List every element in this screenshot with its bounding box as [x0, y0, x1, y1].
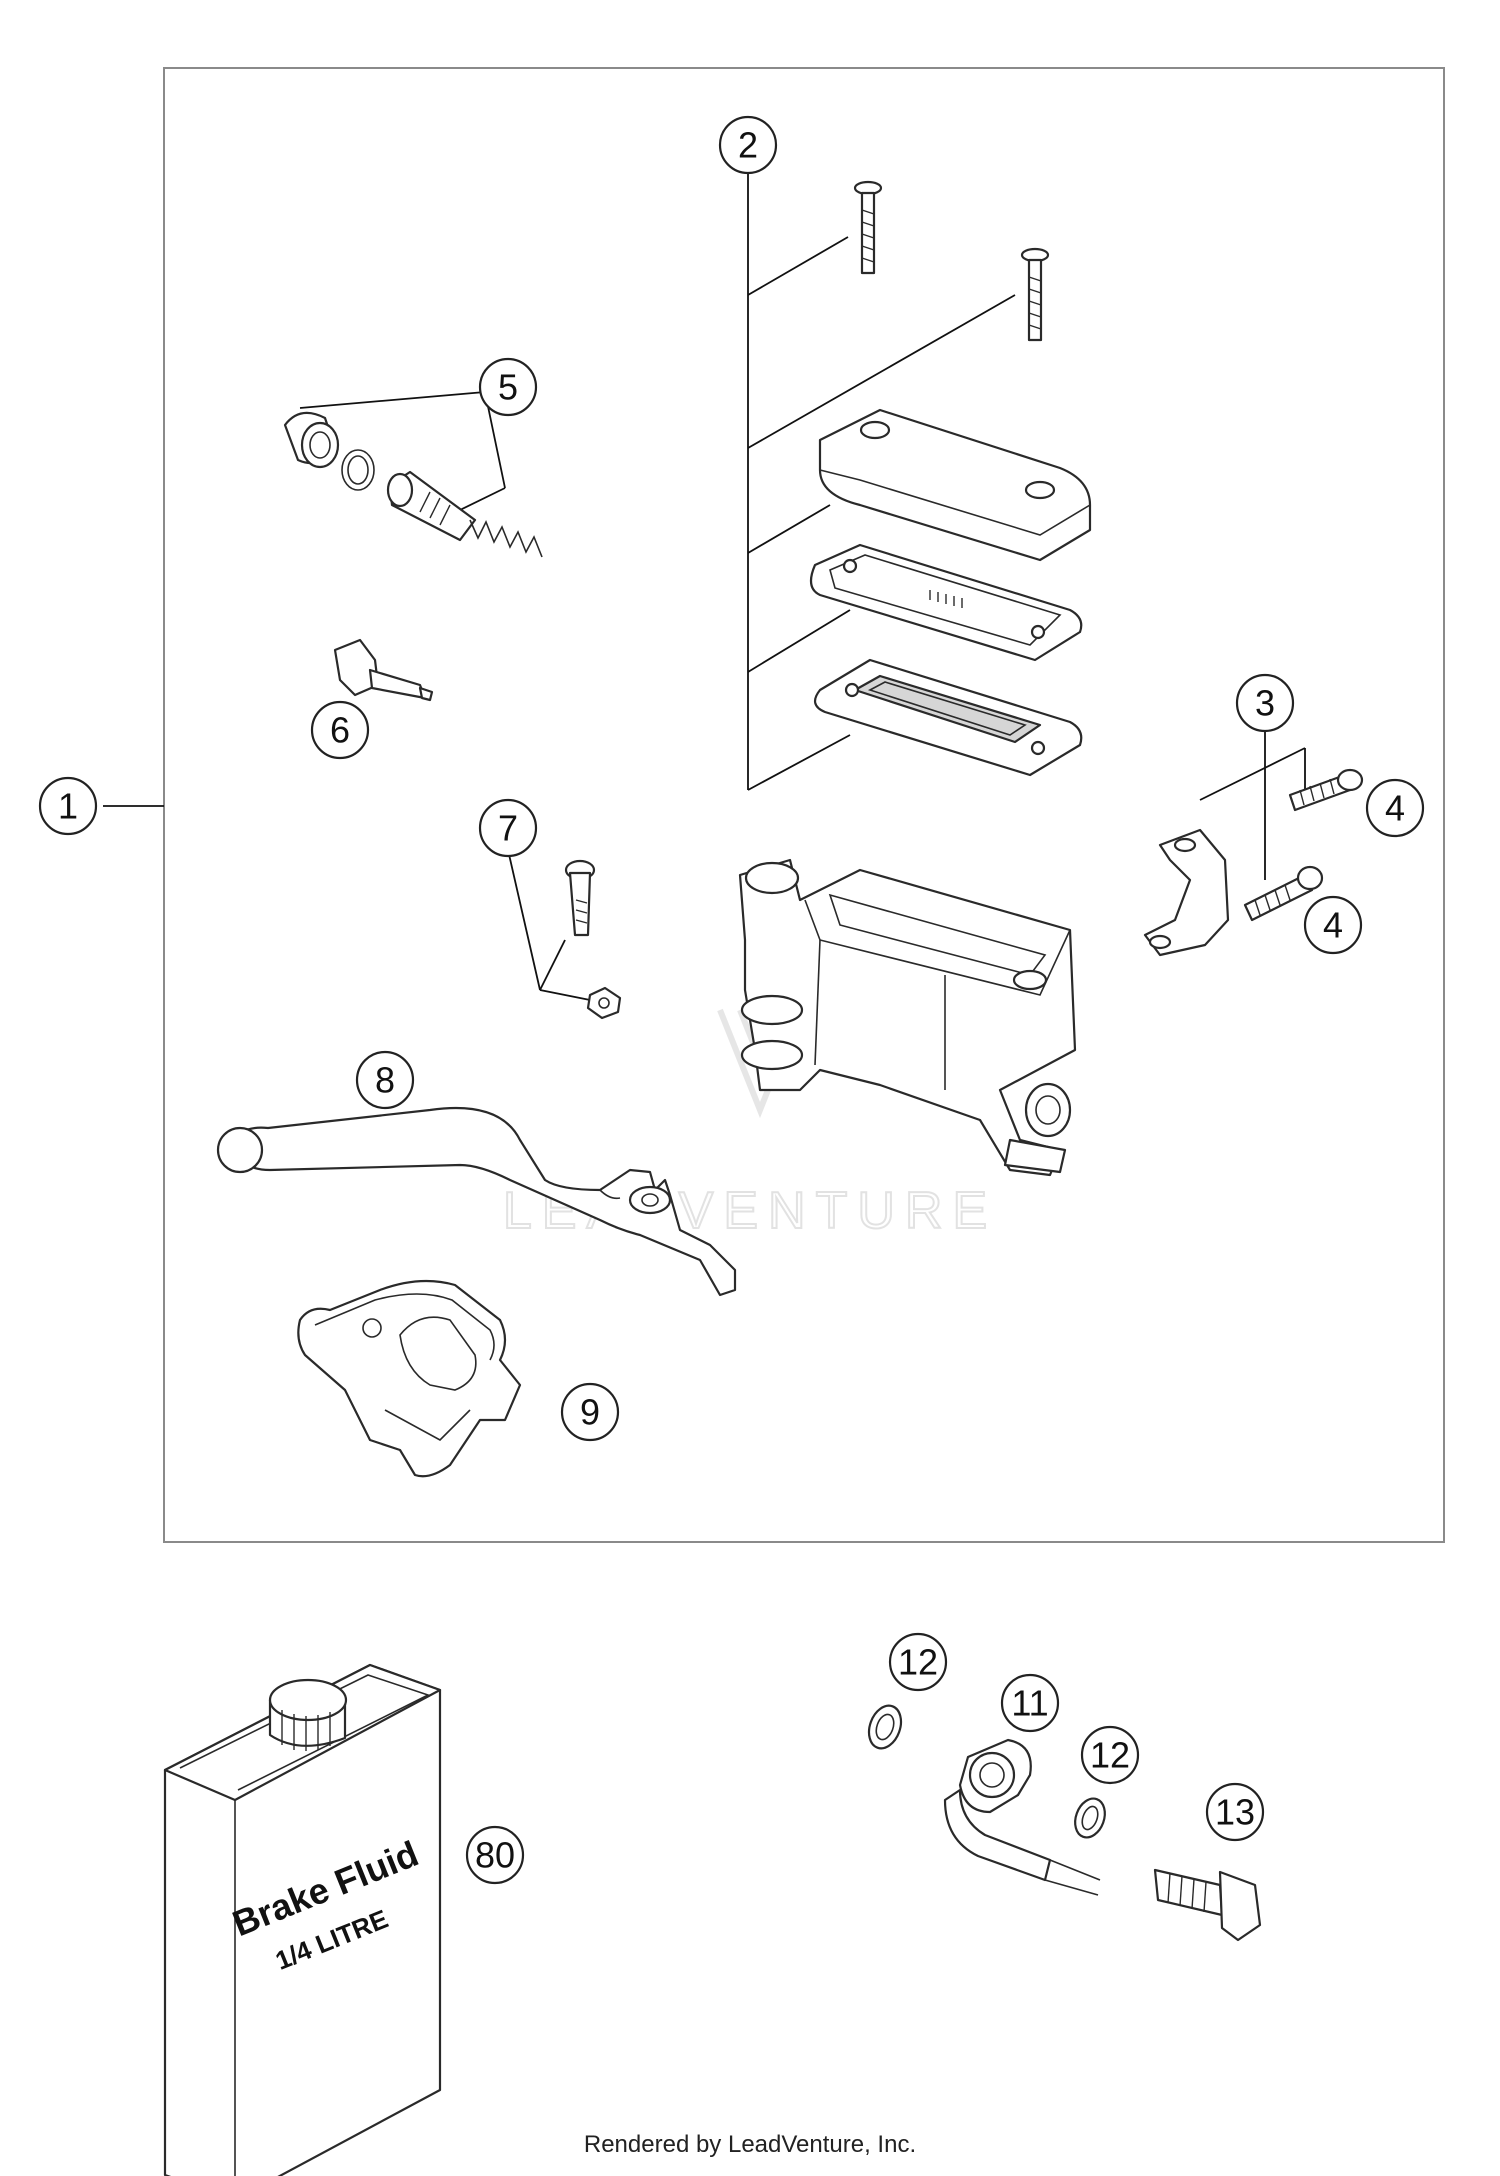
callout-1: 1: [38, 776, 98, 836]
leader-lines: [103, 168, 1306, 1001]
sealing-washer-2: [1074, 1797, 1106, 1839]
callouts: 1 2 3 4 4 5 6 7: [38, 115, 1425, 1885]
callout-5: 5: [478, 357, 538, 417]
callout-8: 8: [355, 1050, 415, 1110]
callout-13: 13: [1205, 1782, 1265, 1842]
reservoir-cover: [818, 408, 1092, 562]
banjo-bolt: [1153, 1868, 1262, 1942]
svg-text:12: 12: [1090, 1735, 1130, 1776]
lever-boot: [297, 1279, 522, 1478]
svg-text:3: 3: [1255, 683, 1275, 724]
piston-spring: [469, 519, 543, 558]
svg-text:12: 12: [898, 1642, 938, 1683]
footer-credit: Rendered by LeadVenture, Inc.: [584, 2131, 916, 2158]
piston-cap: [283, 411, 340, 469]
callout-80: 80: [465, 1825, 525, 1885]
callout-4-lower: 4: [1303, 895, 1363, 955]
circlip: [341, 449, 375, 491]
svg-text:6: 6: [330, 710, 350, 751]
clamp-bolt-1: [1288, 768, 1364, 812]
cover-gasket: [809, 543, 1083, 662]
svg-text:8: 8: [375, 1060, 395, 1101]
brake-fluid-container: Brake Fluid 1/4 LITRE: [163, 1663, 442, 2176]
svg-text:4: 4: [1323, 905, 1343, 946]
callout-4-upper: 4: [1365, 778, 1425, 838]
callout-7: 7: [478, 798, 538, 858]
lever-adjuster: [333, 638, 434, 702]
callout-3: 3: [1235, 673, 1295, 733]
svg-text:4: 4: [1385, 788, 1405, 829]
container-cap: [268, 1678, 348, 1751]
svg-text:7: 7: [498, 808, 518, 849]
callout-2: 2: [718, 115, 778, 175]
svg-text:9: 9: [580, 1392, 600, 1433]
svg-text:80: 80: [475, 1835, 515, 1876]
callout-6: 6: [310, 700, 370, 760]
piston-repair-kit: [283, 411, 543, 558]
svg-text:13: 13: [1215, 1792, 1255, 1833]
svg-text:5: 5: [498, 367, 518, 408]
reservoir-diaphragm: [813, 658, 1083, 777]
handlebar-clamp: [1143, 828, 1230, 957]
piston: [386, 470, 477, 542]
callout-9: 9: [560, 1382, 620, 1442]
clamp-bolt-2: [1243, 865, 1324, 922]
clamp-bolts: [1243, 768, 1364, 922]
master-cylinder-body: [738, 858, 1077, 1177]
gasket-slots: [929, 590, 963, 608]
cover-screws: [853, 180, 1050, 342]
svg-text:11: 11: [1011, 1683, 1048, 1724]
callout-12-lower: 12: [1080, 1725, 1140, 1785]
assembly-frame: [163, 67, 1445, 1543]
svg-text:1: 1: [58, 786, 78, 827]
cover-screw-2: [1020, 247, 1050, 342]
sealing-washer-1: [867, 1704, 903, 1750]
cover-screw-1: [853, 180, 883, 275]
callout-11: 11: [1000, 1673, 1060, 1733]
lever-pivot-bolt: [564, 859, 622, 1020]
svg-text:2: 2: [738, 125, 758, 166]
brake-line-banjo: [943, 1738, 1101, 1896]
callout-12-upper: 12: [888, 1632, 948, 1692]
brake-lever: [216, 1106, 737, 1297]
